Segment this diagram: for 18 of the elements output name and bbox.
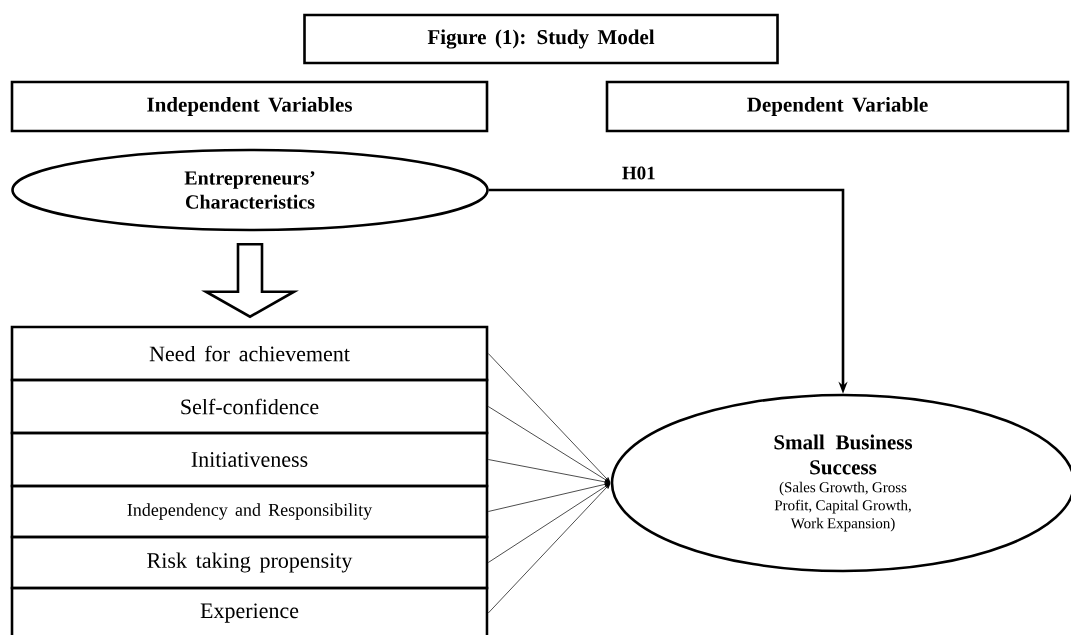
arrow: [487, 353, 611, 483]
arrow: [487, 482, 611, 512]
arrow: [487, 483, 611, 563]
variable-box: Need for achievement: [10, 325, 489, 382]
variable-box: Initiativeness: [10, 431, 489, 488]
variable-box: Experience: [10, 586, 489, 635]
arrow: [487, 483, 611, 614]
variable-box: Independency and Responsibility: [10, 484, 489, 539]
edge-label: H01: [620, 165, 657, 181]
arrow: [487, 406, 611, 483]
oval-node: Entrepreneurs’ Characteristics: [11, 148, 489, 232]
block-arrow: [201, 243, 299, 319]
heading-box: Independent Variables: [10, 80, 489, 133]
arrow: [487, 459, 611, 485]
title-box: Figure (1): Study Model: [303, 13, 779, 65]
variable-box: Risk taking propensity: [10, 535, 489, 590]
heading-box: Dependent Variable: [605, 80, 1070, 133]
variable-box: Self-confidence: [10, 378, 489, 435]
